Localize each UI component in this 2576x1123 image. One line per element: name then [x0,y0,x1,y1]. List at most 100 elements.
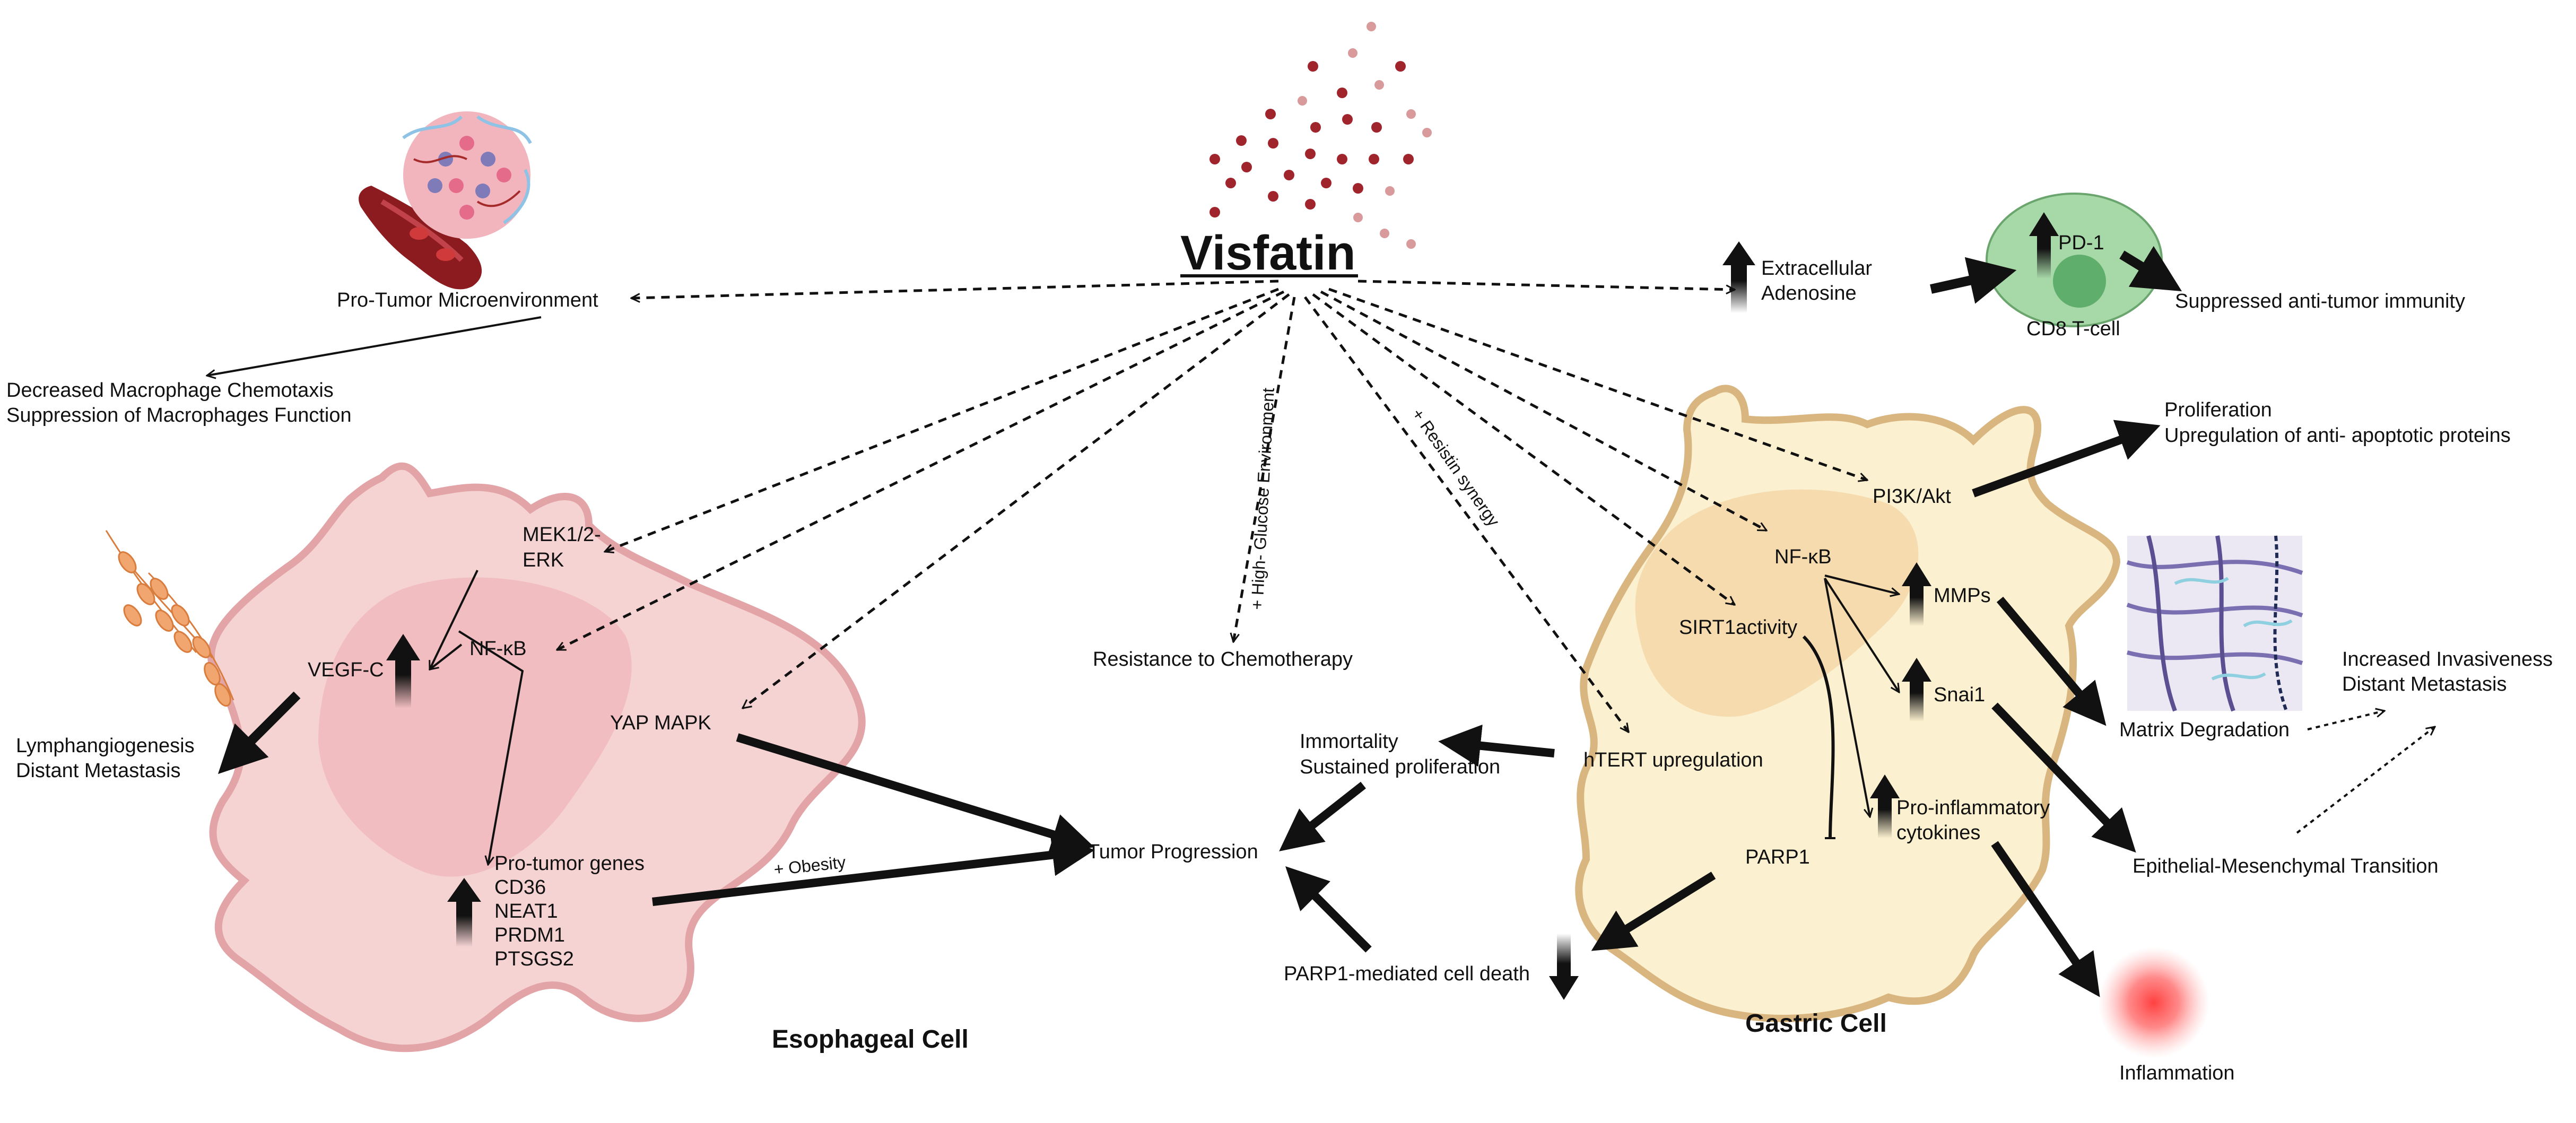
lymphangiogenesis-label: Lymphangiogenesis [16,735,195,757]
arrow-htert-to-immortality [1438,724,1555,767]
immortality-label: Immortality [1300,730,1398,753]
arrow-parp1-to-death [1591,872,1716,951]
vegfc-label: VEGF-C [308,659,384,681]
gastric-cell-title: Gastric Cell [1745,1009,1887,1038]
visfatin-particle [1305,149,1316,159]
down-arrow-parp-death-icon [1549,934,1579,1000]
arrow-genes-to-tumor [652,833,1095,906]
arrow-to-sirt1 [1312,293,1735,606]
matrix-degradation-label: Matrix Degradation [2119,719,2290,741]
visfatin-particle [1367,22,1376,31]
sirt1-label: SIRT1activity [1679,616,1797,639]
arrow-to-nfkb-gas [1320,290,1766,532]
visfatin-particle [1265,109,1276,119]
arrow-nfkb-to-genes [458,630,524,865]
esophageal-cell-title: Esophageal Cell [772,1025,969,1054]
inflammation-label: Inflammation [2119,1062,2235,1084]
visfatin-particle [1268,138,1278,149]
visfatin-particle [1385,186,1395,196]
macrophage-function-label: Suppression of Macrophages Function [6,404,352,426]
arrow-to-adenosine [1357,280,1735,290]
visfatin-particle [1298,96,1307,106]
visfatin-particle [1284,170,1294,180]
up-arrow-snai1-icon [1902,658,1931,721]
visfatin-particle [1209,154,1220,164]
arrow-vegfc-to-lymph [217,691,301,774]
suppressed-immunity-label: Suppressed anti-tumor immunity [2175,290,2465,312]
up-arrow-vegfc-icon [386,634,420,708]
indicator-arrows [386,212,2059,1000]
sustained-proliferation-label: Sustained proliferation [1300,756,1500,778]
cd36-label: CD36 [494,876,546,899]
increased-invasiveness-label: Increased Invasiveness [2342,648,2553,671]
yap-mapk-label: YAP MAPK [610,712,711,734]
pd1-label: PD-1 [2058,232,2104,254]
pro-tumor-genes-label: Pro-tumor genes [494,852,645,875]
visfatin-particle [1225,178,1236,188]
t-cell-nucleus [2053,255,2106,308]
arrow-parpdeath-to-tumor [1285,866,1372,953]
visfatin-particle [1403,154,1414,164]
nfkb-gastric-label: NF-κB [1774,546,1832,568]
lymphatic-illustration [105,530,234,707]
cytokines-label: cytokines [1896,822,1980,844]
visfatin-particle [1305,199,1316,210]
proliferation-label: Proliferation [2164,399,2272,421]
visfatin-particle [1374,80,1384,90]
arrow-immortality-to-tumor [1279,781,1366,851]
arrow-tcell-to-suppressed [2119,246,2182,292]
arrow-to-nfkb-eso [557,290,1285,651]
arrow-pi3k-to-prolif [1972,420,2161,498]
lymph-metastasis-label: Distant Metastasis [16,760,180,782]
pro-tumor-microenvironment-label: Pro-Tumor Microenvironment [337,289,598,311]
resistance-chemo-label: Resistance to Chemotherapy [1093,648,1353,671]
matrix-illustration [2126,535,2303,712]
visfatin-particle [1342,114,1353,125]
prdm1-label: PRDM1 [494,924,565,946]
visfatin-particle [1380,229,1389,238]
resistin-label: + Resistin synergy [1408,405,1503,530]
visfatin-particle [1406,239,1416,249]
arrow-to-microenvironment [631,280,1279,298]
extracellular-label: Extracellular [1761,257,1872,280]
arrow-nfkb-to-mmps [1824,574,1899,594]
visfatin-title: Visfatin [1180,226,1356,280]
snai1-label: Snai1 [1934,684,1985,706]
visfatin-particle [1337,154,1347,164]
up-arrow-genes-icon [447,878,481,947]
neat1-label: NEAT1 [494,900,558,922]
visfatin-arrows [557,280,1867,732]
thin-arrows [207,316,1899,865]
arrow-to-mek [605,288,1279,552]
visfatin-particle [1241,162,1252,172]
arrow-to-macrophage [207,316,542,376]
adenosine-label-2: Adenosine [1761,282,1857,304]
ptsgs2-label: PTSGS2 [494,948,574,970]
emt-label: Epithelial-Mesenchymal Transition [2133,855,2439,877]
tumor-mass [403,111,530,239]
arrow-mmps-to-matrix [1996,596,2107,726]
parp1-label: PARP1 [1745,846,1810,868]
visfatin-particle [1337,88,1347,98]
visfatin-particle [1371,122,1382,133]
visfatin-particle [1308,61,1318,72]
visfatin-particle [1395,61,1406,72]
arrow-to-pi3k [1328,288,1867,480]
visfatin-particle [1310,122,1321,133]
arrow-adenosine-to-tcell [1930,257,2017,304]
visfatin-particle [1353,213,1363,222]
arrow-cytokines-to-inflammation [1991,841,2100,997]
up-arrow-cytokines-icon [1870,774,1900,838]
visfatin-particle [1422,128,1432,137]
visfatin-particle [1348,48,1357,58]
pro-inflammatory-label: Pro-inflammatory [1896,797,2050,819]
gastric-nucleus [1635,489,1919,717]
erk-label: ERK [523,549,564,571]
up-arrow-mmps-icon [1902,562,1931,626]
arrow-to-htert [1303,296,1630,732]
htert-label: hTERT upregulation [1583,749,1763,771]
arrow-nfkb-to-snai1 [1824,577,1899,692]
mmps-label: MMPs [1934,585,1991,607]
cd8-label: CD8 T-cell [2026,318,2120,340]
arrow-to-yap [743,293,1290,708]
